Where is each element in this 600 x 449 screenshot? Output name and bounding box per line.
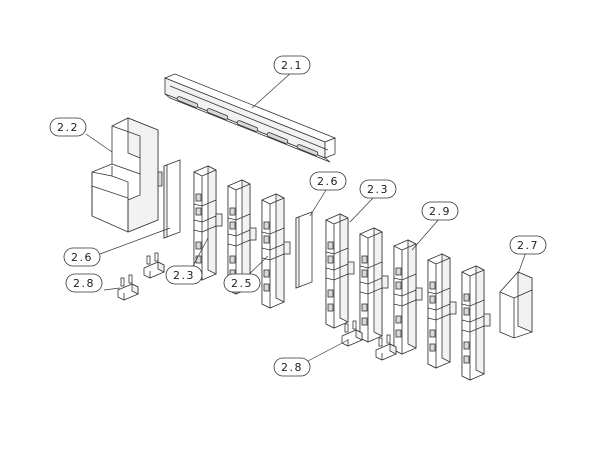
callout-2-6-middle: 2.6 <box>309 171 347 191</box>
callout-2-6-left: 2.6 <box>63 247 101 267</box>
callout-text: 2.2 <box>57 121 79 134</box>
callout-2-8-bottom: 2.8 <box>273 357 311 377</box>
callout-text: 2.6 <box>71 251 93 264</box>
callout-2-8-left: 2.8 <box>65 273 103 293</box>
callout-2-9: 2.9 <box>421 201 459 221</box>
terminal-block-1 <box>193 165 223 281</box>
callout-2-2: 2.2 <box>49 117 87 137</box>
callout-text: 2.9 <box>429 205 451 218</box>
terminal-block-4 <box>325 213 355 329</box>
callout-text: 2.1 <box>281 59 303 72</box>
callout-2-5: 2.5 <box>223 273 261 293</box>
fuse-4 <box>375 334 397 361</box>
fuse-2 <box>143 252 165 279</box>
fuse-3 <box>341 320 363 347</box>
leader-lines <box>85 71 527 363</box>
callout-text: 2.3 <box>173 269 195 282</box>
fuse-1 <box>117 274 139 301</box>
terminal-block-6 <box>393 239 423 355</box>
callout-text: 2.8 <box>73 277 95 290</box>
callout-text: 2.7 <box>517 239 539 252</box>
callout-text: 2.8 <box>281 361 303 374</box>
callout-text: 2.6 <box>317 175 339 188</box>
din-rail <box>163 73 337 163</box>
callout-text: 2.5 <box>231 277 253 290</box>
end-cap <box>499 271 533 339</box>
terminal-block-8 <box>461 265 491 381</box>
callout-text: 2.3 <box>367 183 389 196</box>
terminal-block-3 <box>261 193 291 309</box>
terminal-block-5 <box>359 227 389 343</box>
power-supply-module <box>91 117 163 233</box>
end-cover-plate-left <box>163 159 181 239</box>
callout-2-3-right: 2.3 <box>359 179 397 199</box>
terminal-block-7 <box>427 253 457 369</box>
callout-2-7: 2.7 <box>509 235 547 255</box>
callout-2-1: 2.1 <box>273 55 311 75</box>
callout-2-3-left: 2.3 <box>165 265 203 285</box>
end-cover-plate-middle <box>295 211 313 289</box>
